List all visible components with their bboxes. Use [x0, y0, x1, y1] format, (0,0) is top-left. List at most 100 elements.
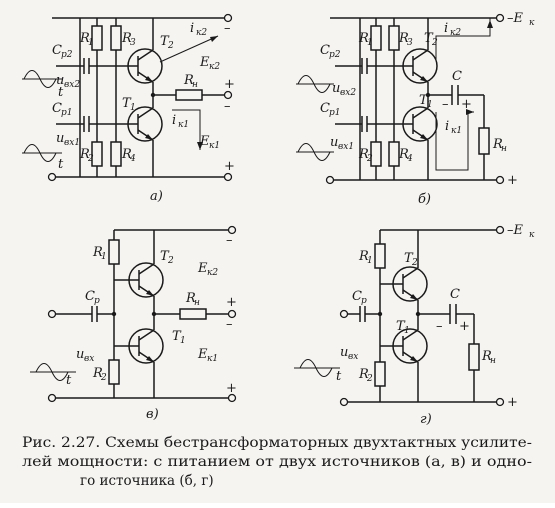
terminal — [223, 90, 233, 100]
label-c: C — [452, 69, 462, 84]
label-r1: R — [358, 249, 369, 264]
label-ek2-sub: к2 — [209, 62, 220, 72]
label-r2: R — [92, 366, 103, 381]
label-r2-sub: 2 — [366, 374, 373, 384]
label-t1-sub: 1 — [427, 100, 433, 110]
label-cp1: C — [52, 101, 62, 116]
terminal — [495, 225, 505, 235]
label-cp2-sub: p2 — [61, 50, 73, 60]
scheme-letter-b: б) — [418, 192, 431, 207]
label-uin1-sub: вх1 — [64, 138, 80, 148]
caption-line-1: Рис. 2.27. Схемы бестрансформаторных дву… — [22, 435, 532, 451]
label-ik2-sub: к2 — [450, 28, 461, 38]
label-ik1: i — [445, 119, 449, 134]
label-plus: + — [459, 319, 470, 334]
label-ik2: i — [444, 21, 448, 36]
label-minus: – — [442, 97, 449, 112]
label-cp1-sub: p1 — [61, 108, 73, 118]
label-cp1-sub: p1 — [329, 108, 341, 118]
label-r1-sub: 1 — [367, 256, 373, 266]
label-minus: – — [226, 233, 233, 248]
label-ik1-sub: к1 — [178, 120, 189, 130]
label-minus: – — [224, 21, 231, 36]
label-ek-sub: к — [529, 230, 535, 240]
current-arrow-ik1 — [435, 111, 474, 171]
label-rn: R — [481, 349, 492, 364]
label-t2-sub: 2 — [167, 41, 174, 51]
label-ek: –E — [507, 11, 524, 26]
terminal — [223, 172, 233, 182]
label-minus: – — [224, 99, 231, 114]
label-r1: R — [92, 245, 103, 260]
label-r4: R — [398, 147, 409, 162]
label-plus: + — [224, 159, 235, 174]
label-r2: R — [358, 147, 369, 162]
label-ek2: E — [199, 55, 210, 70]
label-ek-sub: к — [529, 18, 535, 28]
scheme-a: R 1 R 2 R 3 R 4 T 2 T 1 C p2 C p1 u вх2 … — [22, 13, 235, 204]
scheme-letter-a: а) — [150, 189, 163, 204]
terminal — [339, 309, 349, 319]
terminal — [47, 393, 57, 403]
current-arrow-ik2 — [159, 35, 219, 63]
label-plus: + — [226, 381, 237, 396]
terminal — [495, 397, 505, 407]
label-cp1: C — [320, 101, 330, 116]
figure-caption: Рис. 2.27. Схемы бестрансформаторных дву… — [22, 435, 532, 489]
caption-line-3: го источника (б, г) — [80, 473, 214, 489]
label-plus: + — [507, 395, 518, 410]
label-rn-sub: н — [194, 298, 200, 308]
resistor-r1 — [374, 243, 386, 269]
label-uin: u — [340, 345, 348, 360]
terminal — [339, 397, 349, 407]
label-ik1: i — [172, 113, 176, 128]
resistor-rn — [478, 127, 490, 155]
label-plus: + — [224, 77, 235, 92]
label-r1-sub: 1 — [101, 252, 107, 262]
label-t1: T — [396, 319, 406, 334]
label-t1: T — [419, 93, 429, 108]
label-c: C — [450, 287, 460, 302]
label-cp2-sub: p2 — [329, 50, 341, 60]
caption-line-2: лей мощности: с питанием от двух источни… — [22, 454, 532, 470]
label-r3: R — [121, 31, 132, 46]
terminal — [227, 393, 237, 403]
label-t-time: t — [58, 157, 64, 172]
label-ek2: E — [197, 261, 208, 276]
label-cp: C — [85, 289, 95, 304]
resistor-r2 — [370, 141, 382, 167]
label-t1: T — [172, 329, 182, 344]
label-plus: + — [507, 173, 518, 188]
resistor-r3 — [110, 25, 122, 51]
label-r1: R — [79, 31, 90, 46]
terminal — [227, 309, 237, 319]
resistor-rn — [175, 89, 203, 101]
label-r4: R — [121, 147, 132, 162]
label-rn-sub: н — [501, 144, 507, 154]
label-t2-sub: 2 — [431, 38, 438, 48]
terminal — [325, 175, 335, 185]
label-rn: R — [183, 73, 194, 88]
label-ek1-sub: к1 — [209, 141, 220, 151]
label-cp-sub: p — [94, 296, 100, 306]
label-uin1: u — [56, 131, 64, 146]
scheme-letter-v: в) — [146, 407, 159, 422]
scheme-b: R 1 R 2 R 3 R 4 T 2 T 1 C p2 C p1 u вх2 … — [296, 11, 535, 207]
label-uin1: u — [330, 135, 338, 150]
label-rn-sub: н — [192, 80, 198, 90]
label-r1-sub: 1 — [367, 38, 373, 48]
resistor-r2 — [91, 141, 103, 167]
label-plus: + — [461, 97, 472, 112]
label-uin1-sub: вх1 — [338, 142, 354, 152]
label-r1: R — [358, 31, 369, 46]
label-t-time: t — [66, 373, 72, 388]
label-t2: T — [424, 31, 434, 46]
label-r2-sub: 2 — [87, 154, 94, 164]
scheme-letter-g: г) — [420, 412, 432, 427]
resistor-r1 — [91, 25, 103, 51]
label-r2-sub: 2 — [100, 373, 107, 383]
terminal — [47, 309, 57, 319]
label-t1: T — [122, 96, 132, 111]
label-t2: T — [160, 249, 170, 264]
